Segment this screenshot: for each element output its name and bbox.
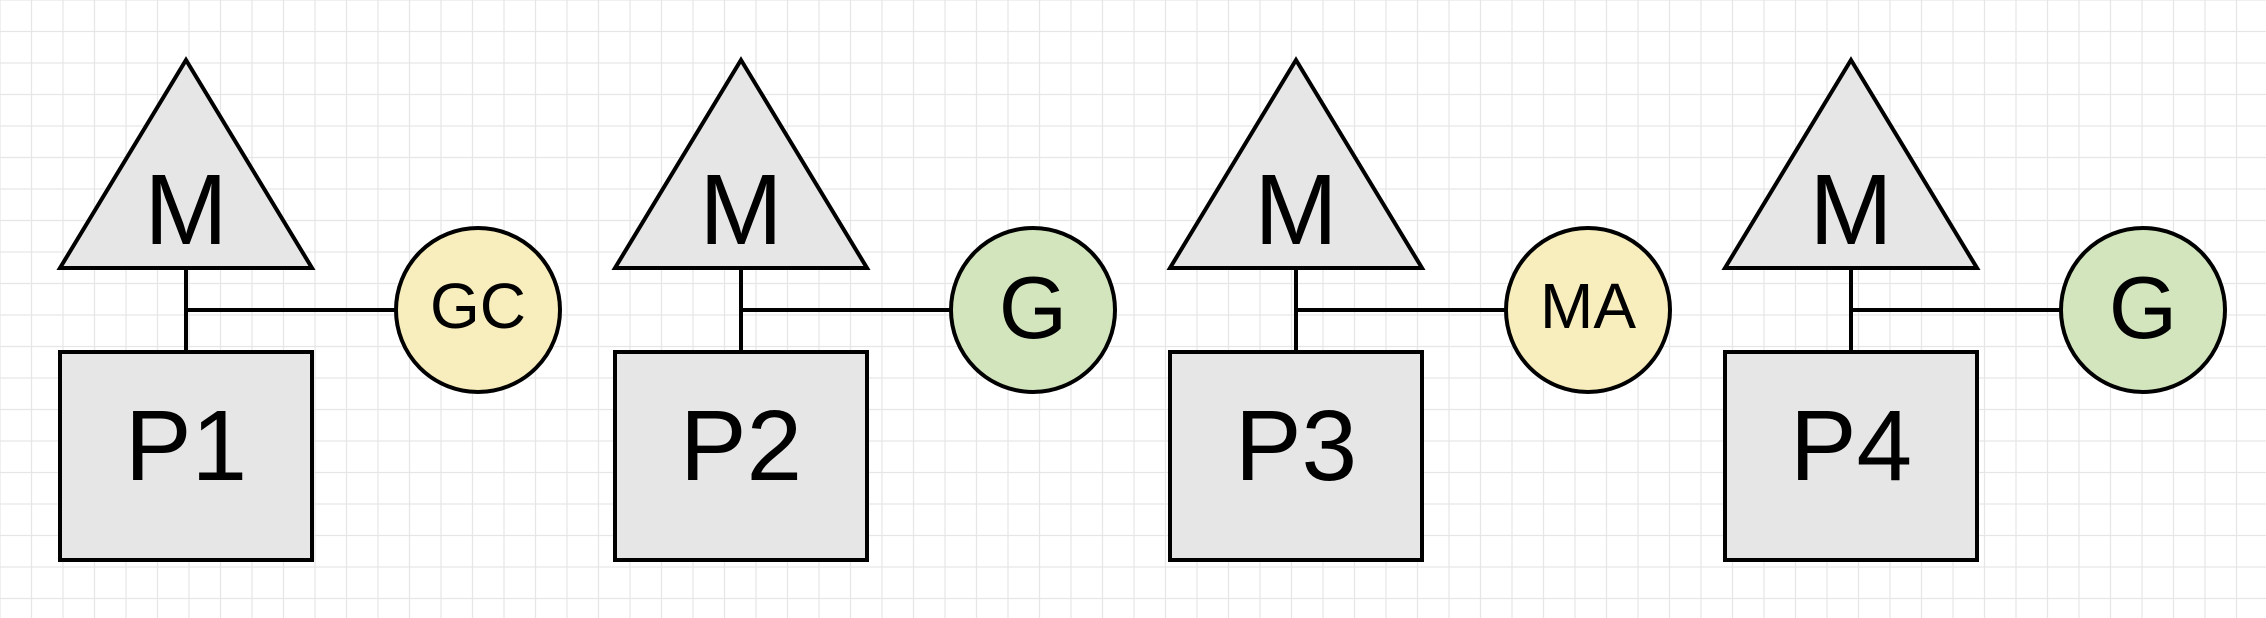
mp-group-2: M P2 G xyxy=(611,56,1117,562)
mp-group-4: M P4 G xyxy=(1721,56,2227,562)
diagram-groups: M P1 GC M P2 G M P3 MA M P4 G xyxy=(56,56,2227,562)
machine-label: M xyxy=(1809,154,1892,266)
goroutine-label: G xyxy=(999,258,1067,357)
goroutine-label: MA xyxy=(1540,270,1636,342)
mp-group-1: M P1 GC xyxy=(56,56,562,562)
processor-label: P1 xyxy=(125,390,247,502)
goroutine-circle xyxy=(1504,226,1672,394)
machine-triangle xyxy=(56,56,316,270)
machine-label: M xyxy=(699,154,782,266)
goroutine-circle xyxy=(949,226,1117,394)
goroutine-circle xyxy=(2059,226,2227,394)
processor-label: P2 xyxy=(680,390,802,502)
processor-box xyxy=(1168,350,1424,562)
processor-box xyxy=(58,350,314,562)
machine-label: M xyxy=(144,154,227,266)
machine-triangle xyxy=(1166,56,1426,270)
processor-label: P3 xyxy=(1235,390,1357,502)
goroutine-label: GC xyxy=(430,270,526,342)
goroutine-label: G xyxy=(2109,258,2177,357)
mp-group-3: M P3 MA xyxy=(1166,56,1672,562)
machine-label: M xyxy=(1254,154,1337,266)
processor-box xyxy=(613,350,869,562)
machine-triangle xyxy=(611,56,871,270)
machine-triangle xyxy=(1721,56,1981,270)
processor-box xyxy=(1723,350,1979,562)
goroutine-circle xyxy=(394,226,562,394)
processor-label: P4 xyxy=(1790,390,1912,502)
